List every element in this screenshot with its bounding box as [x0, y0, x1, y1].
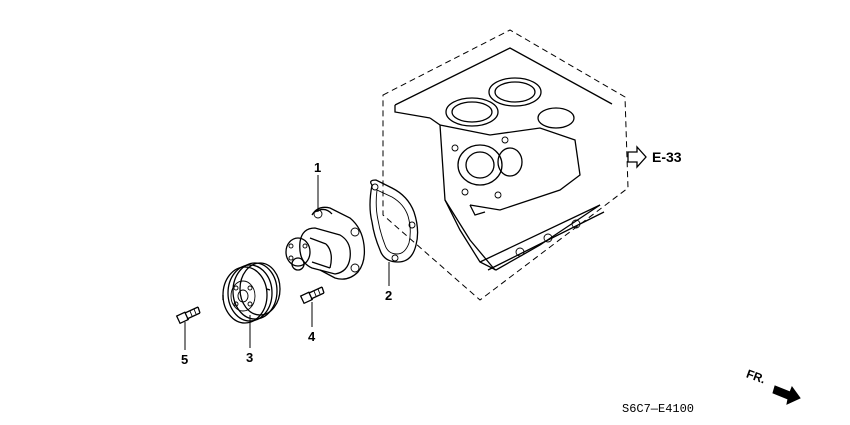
- gasket: [369, 179, 419, 263]
- pulley: [222, 262, 281, 324]
- filled-arrow-icon: [772, 385, 801, 405]
- callout-4: 4: [308, 329, 316, 344]
- reference-label: E-33: [652, 149, 682, 165]
- water-pump: [285, 206, 366, 280]
- outline-arrow-right-icon: [627, 145, 647, 169]
- reference-link[interactable]: E-33: [627, 145, 682, 169]
- bolt-5: [175, 306, 201, 325]
- callout-5: 5: [181, 352, 188, 367]
- front-direction-indicator: FR.: [744, 367, 801, 405]
- drawing-code: S6C7—E4100: [622, 402, 694, 416]
- engine-block: [382, 29, 629, 301]
- bolt-4: [299, 286, 325, 305]
- callout-3: 3: [246, 350, 253, 365]
- callout-2: 2: [385, 288, 392, 303]
- callout-1: 1: [314, 160, 321, 175]
- front-direction-label: FR.: [744, 367, 767, 387]
